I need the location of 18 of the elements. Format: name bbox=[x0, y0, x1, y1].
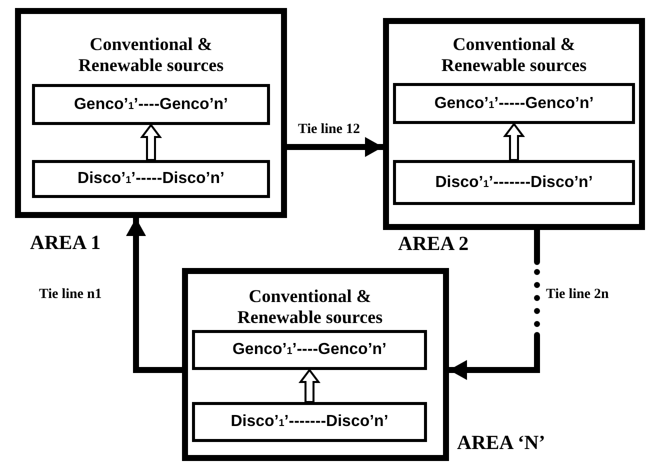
hollow-arrow bbox=[503, 122, 525, 161]
area-label: AREA 2 bbox=[398, 233, 469, 256]
area-heading: Conventional & Renewable sources bbox=[440, 34, 588, 76]
unit-box bbox=[393, 83, 635, 124]
hollow-arrow bbox=[298, 368, 320, 403]
area-heading: Conventional & Renewable sources bbox=[77, 34, 225, 76]
unit-box bbox=[32, 160, 270, 198]
area-heading: Conventional & Renewable sources bbox=[236, 286, 384, 328]
area-label: AREA 1 bbox=[30, 232, 101, 255]
tie-line-arrow bbox=[287, 137, 383, 157]
tie-line-arrow bbox=[126, 218, 182, 373]
hollow-arrow bbox=[140, 123, 162, 161]
unit-box bbox=[192, 330, 427, 370]
unit-box bbox=[192, 402, 427, 442]
tie-line-arrow bbox=[446, 227, 540, 380]
area-label: AREA ‘N’ bbox=[457, 432, 546, 455]
unit-box bbox=[393, 160, 635, 205]
unit-box bbox=[32, 84, 270, 125]
